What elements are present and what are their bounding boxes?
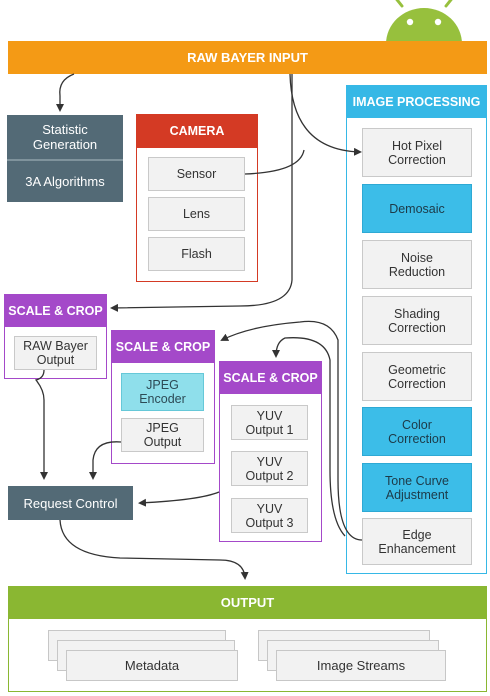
scale-crop-jpeg-header: SCALE & CROP: [111, 330, 215, 363]
yuv-output-label: YUV Output 2: [245, 454, 294, 483]
scale-crop-title: SCALE & CROP: [115, 339, 211, 354]
wire-yuv-to-request: [138, 491, 220, 507]
step-label: Hot Pixel Correction: [388, 138, 446, 167]
image-streams-label: Image Streams: [316, 658, 406, 673]
image-processing-header: IMAGE PROCESSING: [346, 85, 487, 118]
step-noise-reduction: Noise Reduction: [362, 240, 472, 289]
camera-header: CAMERA: [136, 114, 258, 148]
flash-box: Flash: [148, 237, 245, 271]
jpeg-output-label: JPEG Output: [143, 421, 182, 449]
3a-algorithms-box: 3A Algorithms: [7, 161, 123, 202]
yuv-output-3-box: YUV Output 3: [231, 498, 308, 533]
wire-raw-to-stats: [56, 73, 75, 112]
scale-crop-title: SCALE & CROP: [8, 303, 103, 318]
flash-label: Flash: [181, 247, 212, 261]
metadata-label: Metadata: [124, 658, 180, 673]
lens-box: Lens: [148, 197, 245, 231]
wire-raw-output-to-request: [34, 369, 48, 480]
step-color-correction: Color Correction: [362, 407, 472, 456]
yuv-output-label: YUV Output 3: [245, 501, 294, 530]
scale-crop-title: SCALE & CROP: [223, 370, 318, 385]
request-control-box: Request Control: [8, 486, 133, 520]
jpeg-encoder-box: JPEG Encoder: [121, 373, 204, 411]
step-label: Edge Enhancement: [378, 527, 456, 556]
android-robot-icon: [386, 0, 462, 44]
sensor-label: Sensor: [176, 167, 217, 181]
yuv-output-label: YUV Output 1: [245, 408, 294, 437]
raw-bayer-input-bar: RAW BAYER INPUT: [8, 41, 487, 74]
step-geometric-correction: Geometric Correction: [362, 352, 472, 401]
step-label: Color Correction: [388, 417, 446, 446]
step-hot-pixel-correction: Hot Pixel Correction: [362, 128, 472, 177]
jpeg-output-box: JPEG Output: [121, 418, 204, 452]
statistic-generation-label: Statistic Generation: [32, 122, 98, 152]
sensor-box: Sensor: [148, 157, 245, 191]
lens-label: Lens: [182, 207, 211, 221]
camera-title: CAMERA: [169, 124, 225, 138]
step-label: Noise Reduction: [388, 250, 446, 279]
step-edge-enhancement: Edge Enhancement: [362, 518, 472, 565]
metadata-box: Metadata: [66, 650, 238, 681]
scale-crop-raw-header: SCALE & CROP: [4, 294, 107, 327]
wire-request-to-output: [59, 519, 249, 580]
yuv-output-2-box: YUV Output 2: [231, 451, 308, 486]
raw-bayer-output-label: RAW Bayer Output: [23, 339, 88, 367]
request-control-label: Request Control: [23, 495, 118, 511]
image-streams-box: Image Streams: [276, 650, 446, 681]
step-shading-correction: Shading Correction: [362, 296, 472, 345]
output-bar: OUTPUT: [8, 586, 487, 619]
step-label: Geometric Correction: [388, 362, 446, 391]
step-label: Tone Curve Adjustment: [385, 473, 449, 502]
output-label: OUTPUT: [220, 595, 275, 610]
step-label: Demosaic: [389, 201, 445, 216]
stats-divider: [7, 159, 123, 161]
scale-crop-yuv-header: SCALE & CROP: [219, 361, 322, 394]
step-tone-curve-adjustment: Tone Curve Adjustment: [362, 463, 472, 512]
image-processing-title: IMAGE PROCESSING: [352, 94, 481, 109]
yuv-output-1-box: YUV Output 1: [231, 405, 308, 440]
raw-bayer-output-box: RAW Bayer Output: [14, 336, 97, 370]
raw-bayer-input-label: RAW BAYER INPUT: [187, 50, 308, 65]
step-label: Shading Correction: [388, 306, 446, 335]
step-demosaic: Demosaic: [362, 184, 472, 233]
3a-algorithms-label: 3A Algorithms: [25, 174, 105, 189]
jpeg-encoder-label: JPEG Encoder: [139, 378, 186, 406]
statistic-generation-box: Statistic Generation: [7, 115, 123, 159]
